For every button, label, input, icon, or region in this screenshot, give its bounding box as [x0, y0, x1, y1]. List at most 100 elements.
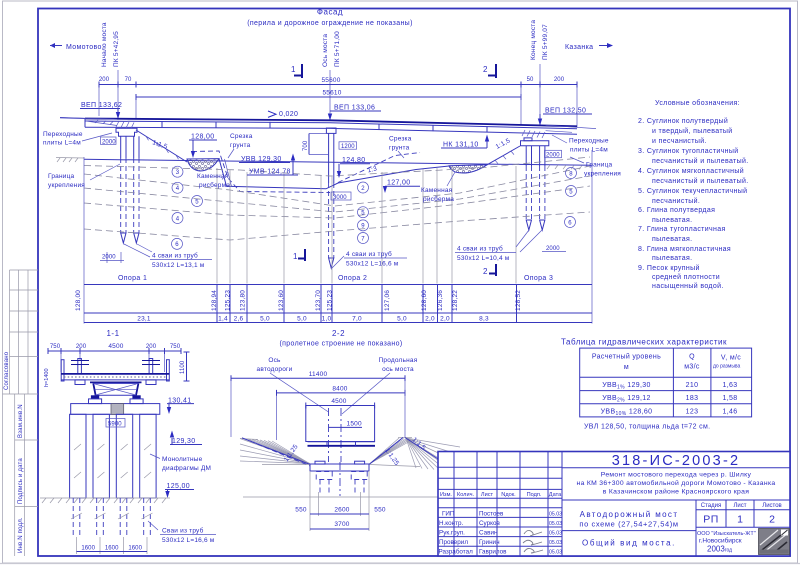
svg-text:Переходные: Переходные	[43, 131, 83, 138]
svg-text:2: 2	[483, 267, 488, 276]
svg-text:1-1: 1-1	[106, 329, 119, 338]
svg-text:ВЕП 132,50: ВЕП 132,50	[545, 108, 586, 115]
svg-text:210: 210	[686, 382, 699, 389]
svg-text:рисберма: рисберма	[423, 195, 454, 203]
svg-text:Опора 3: Опора 3	[524, 275, 553, 282]
svg-text:Каменная: Каменная	[421, 187, 453, 194]
svg-text:128,60: 128,60	[421, 290, 428, 311]
svg-text:Подпись и дата: Подпись и дата	[18, 458, 24, 504]
svg-text:8,3: 8,3	[479, 316, 489, 323]
svg-text:2: 2	[769, 514, 775, 526]
svg-text:1,63: 1,63	[722, 382, 737, 389]
svg-text:Конец моста: Конец моста	[530, 20, 537, 60]
svg-text:м: м	[624, 364, 629, 371]
svg-text:Изм.: Изм.	[440, 492, 452, 498]
svg-text:грунта: грунта	[230, 142, 251, 149]
svg-text:Срезка: Срезка	[230, 133, 253, 140]
svg-text:1: 1	[737, 514, 743, 526]
svg-text:55600: 55600	[321, 77, 340, 84]
svg-text:7: 7	[361, 236, 365, 242]
svg-text:Инв.N подл.: Инв.N подл.	[18, 517, 24, 553]
svg-text:126,36: 126,36	[437, 290, 444, 311]
svg-text:1:1,5: 1:1,5	[151, 139, 168, 150]
svg-text:123,80: 123,80	[240, 290, 247, 311]
svg-text:Н.контр.: Н.контр.	[439, 520, 463, 527]
svg-text:плиты L=4м: плиты L=4м	[43, 140, 81, 147]
svg-text:Подп.: Подп.	[527, 492, 542, 498]
svg-text:530x12 L=13,1 м: 530x12 L=13,1 м	[152, 262, 205, 269]
svg-text:УВВ 129,30: УВВ 129,30	[241, 156, 282, 163]
svg-text:8: 8	[569, 171, 573, 177]
svg-text:Лист: Лист	[481, 492, 494, 498]
svg-text:11400: 11400	[309, 371, 328, 378]
svg-text:Постоев: Постоев	[479, 510, 504, 517]
svg-text:Условные обозначения:: Условные обозначения:	[655, 99, 740, 107]
svg-text:насыщенный водой.: насыщенный водой.	[652, 282, 724, 290]
svg-text:Граница: Граница	[48, 173, 75, 180]
svg-text:1,0: 1,0	[322, 316, 332, 323]
svg-text:70: 70	[125, 77, 132, 83]
svg-text:1,58: 1,58	[722, 395, 737, 402]
svg-text:(перила и дорожное ограждение: (перила и дорожное ограждение не показан…	[247, 20, 413, 27]
svg-text:128,22: 128,22	[452, 290, 459, 311]
svg-text:Фасад: Фасад	[317, 8, 343, 17]
svg-text:диафрагмы ДМ: диафрагмы ДМ	[162, 465, 211, 472]
svg-text:плиты L=4м: плиты L=4м	[570, 147, 608, 154]
svg-text:Каменная: Каменная	[197, 173, 229, 180]
svg-text:200: 200	[76, 344, 87, 350]
svg-text:6: 6	[175, 242, 179, 248]
svg-text:Автодорожный мост: Автодорожный мост	[580, 510, 679, 519]
svg-text:V, м/с: V, м/с	[721, 355, 741, 362]
svg-text:4500: 4500	[108, 343, 123, 350]
svg-text:Колич.: Колич.	[457, 492, 475, 498]
svg-text:1,4: 1,4	[218, 316, 228, 323]
svg-text:750: 750	[50, 344, 61, 350]
svg-text:в Казачинском районе Красноярс: в Казачинском районе Красноярского края	[603, 488, 749, 496]
svg-text:УВВ1% 129,30: УВВ1% 129,30	[602, 382, 651, 391]
svg-text:5: 5	[361, 211, 365, 217]
svg-text:Сурков: Сурков	[479, 520, 500, 527]
svg-text:2,6: 2,6	[234, 316, 244, 323]
svg-text:5: 5	[195, 199, 199, 205]
svg-text:2000: 2000	[102, 255, 116, 261]
svg-text:РП: РП	[703, 514, 719, 526]
svg-text:Опора 2: Опора 2	[338, 275, 367, 282]
svg-text:h=1400: h=1400	[44, 368, 50, 387]
svg-text:пылеватая.: пылеватая.	[652, 217, 692, 224]
svg-text:1:3: 1:3	[367, 165, 378, 174]
svg-text:5,0: 5,0	[297, 316, 307, 323]
svg-text:125,23: 125,23	[327, 290, 334, 311]
svg-text:127,06: 127,06	[384, 290, 391, 311]
svg-text:песчанистый и пылеватый.: песчанистый и пылеватый.	[652, 177, 749, 185]
svg-text:Переходные: Переходные	[569, 138, 609, 145]
svg-text:1: 1	[293, 252, 298, 261]
svg-text:5,0: 5,0	[397, 316, 407, 323]
svg-text:2000: 2000	[546, 246, 560, 252]
svg-text:128,52: 128,52	[515, 290, 522, 311]
svg-text:318-ИС-2003-2: 318-ИС-2003-2	[612, 453, 741, 469]
svg-text:9. Песок крупный: 9. Песок крупный	[638, 264, 700, 272]
svg-text:3. Суглинок тугопластичный: 3. Суглинок тугопластичный	[638, 147, 739, 155]
svg-text:50: 50	[527, 77, 534, 83]
svg-text:3: 3	[176, 170, 180, 176]
svg-text:Общий вид моста.: Общий вид моста.	[582, 539, 676, 548]
svg-text:127,00: 127,00	[387, 180, 411, 187]
svg-text:ПК 5+42,95: ПК 5+42,95	[113, 31, 120, 67]
svg-text:124,80: 124,80	[342, 157, 366, 164]
svg-text:Гаврилов: Гаврилов	[479, 549, 507, 556]
svg-text:и твердый, пылеватый: и твердый, пылеватый	[652, 127, 733, 135]
svg-text:Q: Q	[689, 354, 695, 361]
svg-text:05.03: 05.03	[549, 550, 562, 556]
svg-text:1100: 1100	[180, 360, 186, 374]
svg-text:1200: 1200	[341, 144, 355, 150]
svg-text:5,0: 5,0	[260, 316, 270, 323]
svg-text:750: 750	[170, 344, 181, 350]
svg-text:Продольная: Продольная	[379, 357, 418, 364]
svg-text:8. Глина мягкопластичная: 8. Глина мягкопластичная	[638, 246, 731, 253]
svg-text:0,020: 0,020	[279, 111, 298, 118]
svg-text:128,00: 128,00	[191, 134, 215, 141]
svg-text:9: 9	[361, 224, 365, 230]
svg-text:Проверил: Проверил	[439, 539, 468, 546]
svg-text:3700: 3700	[334, 521, 349, 528]
svg-text:Ремонт мостового перехода чере: Ремонт мостового перехода через р. Шилку	[601, 472, 752, 479]
